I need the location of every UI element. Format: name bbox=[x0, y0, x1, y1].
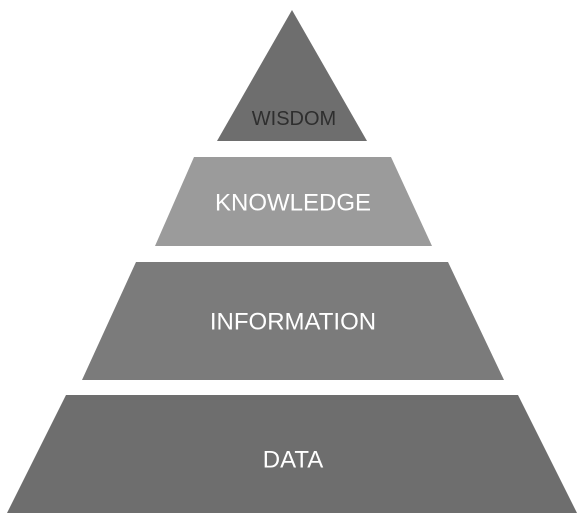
level-data-label: DATA bbox=[263, 447, 323, 474]
level-information-label: INFORMATION bbox=[210, 309, 376, 336]
level-knowledge-shape bbox=[155, 157, 432, 246]
level-data-shape bbox=[7, 395, 577, 513]
level-wisdom-label: WISDOM bbox=[252, 108, 336, 130]
level-knowledge-label: KNOWLEDGE bbox=[215, 190, 371, 217]
level-information-shape bbox=[82, 262, 504, 380]
level-wisdom-shape bbox=[217, 10, 367, 141]
